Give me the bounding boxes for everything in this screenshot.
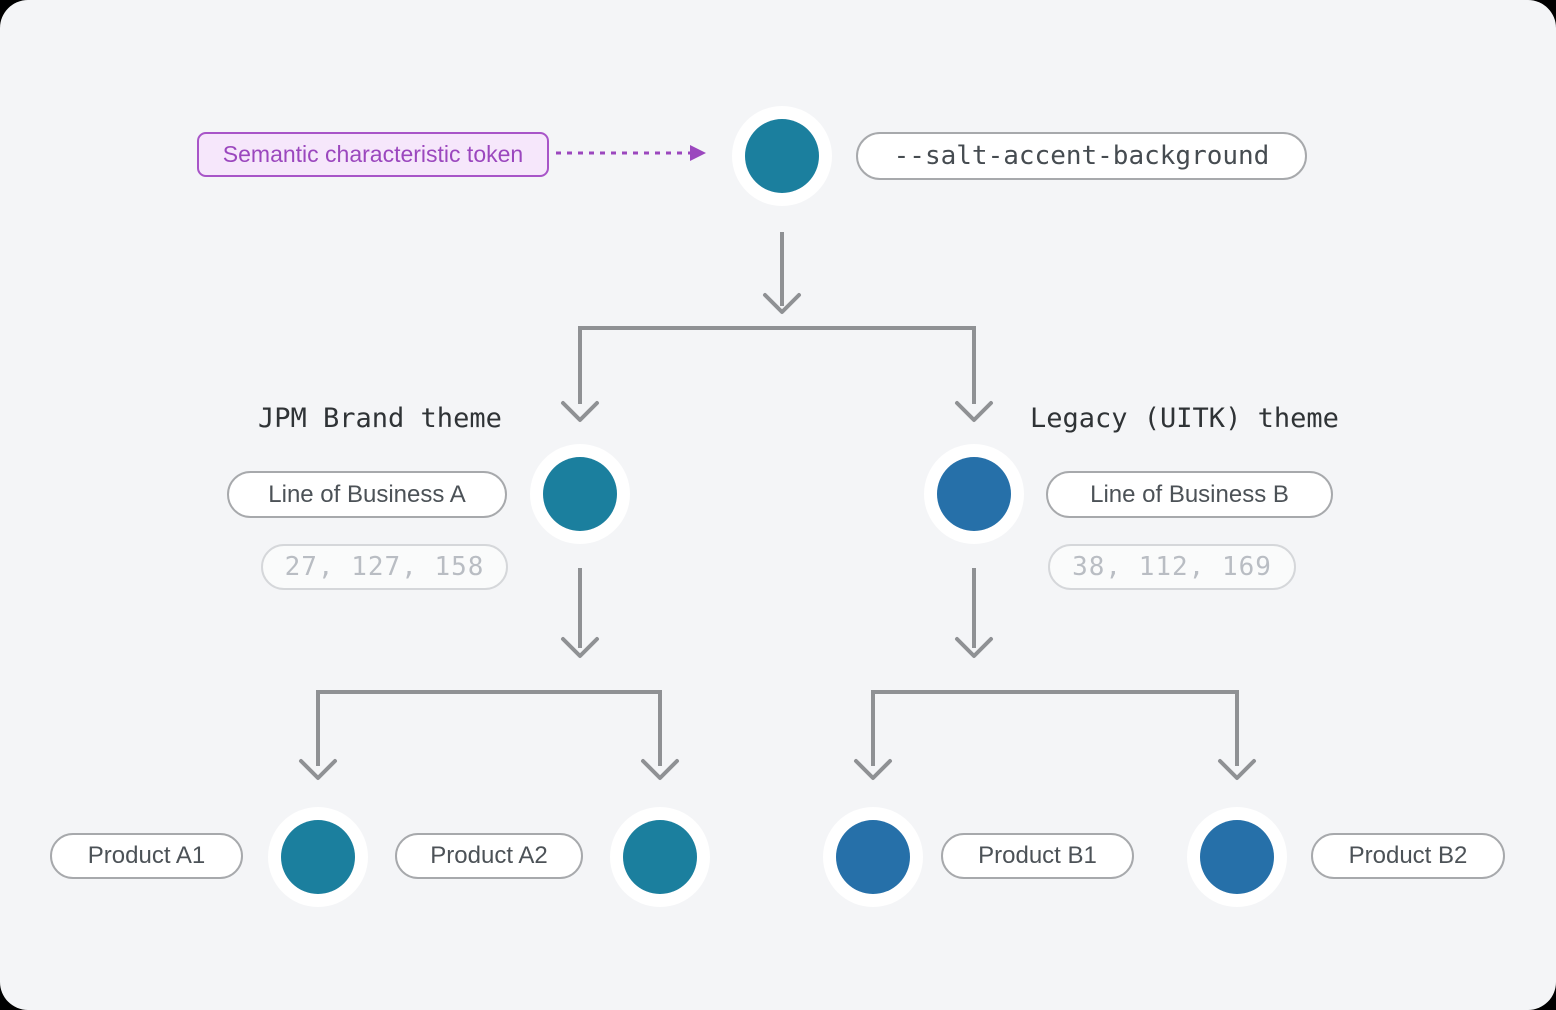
product-b2-node: [1187, 807, 1287, 907]
theme-fork-line: [578, 326, 976, 404]
branch-a-fork-line: [316, 690, 662, 766]
root-color-swatch: [745, 119, 819, 193]
product-a1-pill: Product A1: [50, 833, 243, 879]
theme-fork-arrowhead-left-icon: [561, 401, 599, 422]
branch-b-fork-arrowhead-right-icon: [1218, 759, 1256, 780]
branch-b-node: [924, 444, 1024, 544]
root-arrowhead-icon: [763, 293, 801, 314]
branch-a-color-swatch: [543, 457, 617, 531]
product-a2-pill: Product A2: [395, 833, 583, 879]
product-b1-node: [823, 807, 923, 907]
branch-a-fork-arrowhead-right-icon: [641, 759, 679, 780]
product-b2-color-swatch: [1200, 820, 1274, 894]
branch-a-fork-arrowhead-left-icon: [299, 759, 337, 780]
product-b1-color-swatch: [836, 820, 910, 894]
product-a2-color-swatch: [623, 820, 697, 894]
branch-b-lob-pill: Line of Business B: [1046, 471, 1333, 518]
branch-b-theme-label: Legacy (UITK) theme: [1030, 403, 1339, 434]
branch-a-node: [530, 444, 630, 544]
branch-b-color-swatch: [937, 457, 1011, 531]
branch-a-arrowhead-icon: [561, 637, 599, 658]
branch-a-lob-pill: Line of Business A: [227, 471, 507, 518]
branch-b-fork-arrowhead-left-icon: [854, 759, 892, 780]
theme-fork-arrowhead-right-icon: [955, 401, 993, 422]
product-b2-pill: Product B2: [1311, 833, 1505, 879]
branch-b-fork-line: [871, 690, 1239, 766]
branch-a-theme-label: JPM Brand theme: [258, 403, 502, 434]
product-a2-node: [610, 807, 710, 907]
branch-b-arrowhead-icon: [955, 637, 993, 658]
product-b1-pill: Product B1: [941, 833, 1134, 879]
branch-a-rgb-pill: 27, 127, 158: [261, 544, 508, 590]
token-name-pill: --salt-accent-background: [856, 132, 1307, 180]
semantic-token-annotation: Semantic characteristic token: [197, 132, 549, 177]
annotation-arrowhead-icon: [690, 145, 706, 161]
root-token-node: [732, 106, 832, 206]
product-a1-color-swatch: [281, 820, 355, 894]
product-a1-node: [268, 807, 368, 907]
branch-b-rgb-pill: 38, 112, 169: [1048, 544, 1296, 590]
